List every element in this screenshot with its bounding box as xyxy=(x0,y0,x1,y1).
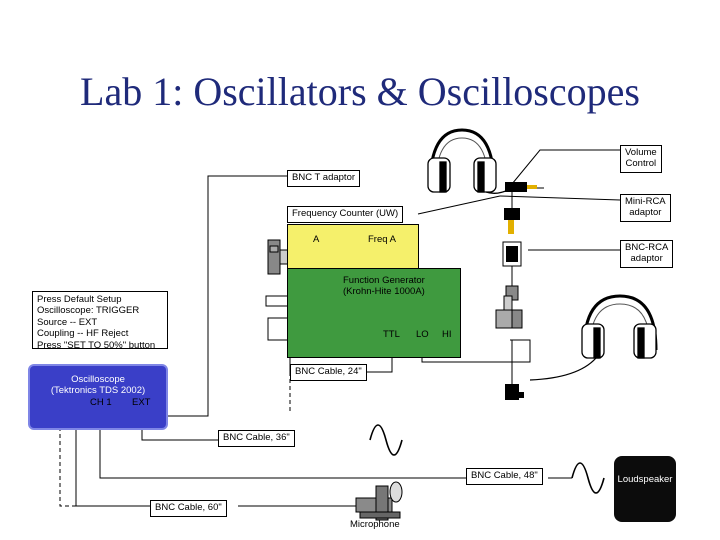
hi-label: HI xyxy=(442,329,452,340)
bnc-cable-60-label: BNC Cable, 60" xyxy=(150,500,227,517)
volume-control-label: Volume Control xyxy=(620,145,662,173)
bnc-cable-36-label: BNC Cable, 36" xyxy=(218,430,295,447)
microphone-label: Microphone xyxy=(350,519,400,530)
function-generator-title: Function Generator (Krohn-Hite 1000A) xyxy=(343,275,425,297)
mini-rca-plug xyxy=(505,182,527,192)
wave-bnc36 xyxy=(369,424,403,456)
freq-counter-leader xyxy=(417,195,501,215)
wave-bnc48 xyxy=(571,462,605,494)
function-generator: Function Generator (Krohn-Hite 1000A) TT… xyxy=(287,268,461,358)
loudspeaker: Loudspeaker xyxy=(614,456,676,522)
bnc-rca-adaptor-label: BNC-RCA adaptor xyxy=(620,240,674,268)
ext-label: EXT xyxy=(132,397,151,408)
headphones-1 xyxy=(427,128,513,194)
oscilloscope: Oscilloscope (Tektronics TDS 2002) CH 1 … xyxy=(28,364,168,430)
mini-rca-adaptor-body xyxy=(504,208,520,220)
frequency-counter: A Freq A xyxy=(287,224,419,270)
frequency-counter-title: Frequency Counter (UW) xyxy=(287,206,404,223)
loudspeaker-label: Loudspeaker xyxy=(617,474,673,485)
bnc-cable-48-label: BNC Cable, 48" xyxy=(466,468,543,485)
wire-bnc60 xyxy=(75,420,150,507)
headphones-2 xyxy=(529,294,658,381)
volume-leader xyxy=(511,149,620,185)
ttl-label: TTL xyxy=(383,329,400,340)
mini-rca-leader xyxy=(499,195,621,201)
bnc-t-adaptor xyxy=(267,239,293,275)
bnc-cable-24-label: BNC Cable, 24" xyxy=(290,364,367,381)
bnc-t-hi xyxy=(495,295,523,329)
wire-lo-hi xyxy=(421,339,531,363)
microphone-drawing xyxy=(355,481,403,521)
mini-rca-adaptor-label: Mini-RCA adaptor xyxy=(620,194,671,222)
slide-title: Lab 1: Oscillators & Oscilloscopes xyxy=(80,69,640,114)
oscilloscope-title: Oscilloscope (Tektronics TDS 2002) xyxy=(50,374,146,396)
counter-freq-a-label: Freq A xyxy=(368,234,396,245)
bnc-t-adaptor-label: BNC T adaptor xyxy=(287,170,361,187)
counter-input-a-label: A xyxy=(313,234,320,245)
wire-bnc48-left xyxy=(99,420,466,479)
ch1-label: CH 1 xyxy=(90,397,112,408)
setup-notes: Press Default Setup Oscilloscope: TRIGGE… xyxy=(32,291,168,351)
lo-label: LO xyxy=(416,329,429,340)
